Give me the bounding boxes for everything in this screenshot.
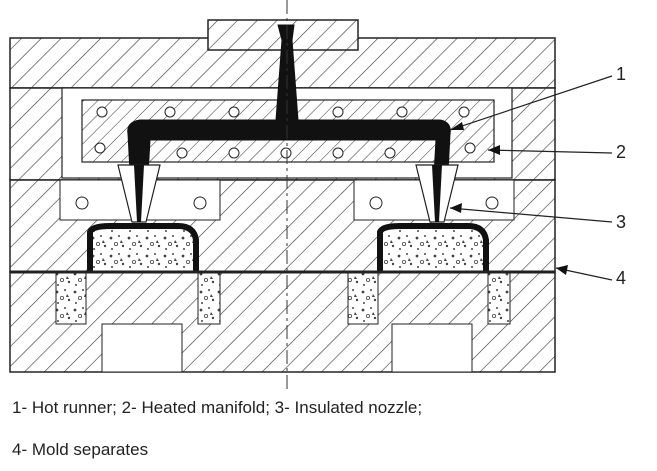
hot-runner-channel bbox=[127, 24, 451, 211]
heater-holes bbox=[94, 106, 476, 159]
callout-4: 4 bbox=[616, 268, 626, 288]
callout-1: 1 bbox=[616, 64, 626, 84]
callout-2: 2 bbox=[616, 142, 626, 162]
caption-line-2: 4- Mold separates bbox=[12, 440, 149, 459]
caption-line-1: 1- Hot runner; 2- Heated manifold; 3- In… bbox=[12, 398, 423, 417]
hot-runner-mold-diagram: 1 2 3 4 bbox=[9, 0, 626, 392]
insulated-nozzle-left bbox=[117, 164, 161, 223]
leader-arrowheads bbox=[450, 122, 568, 275]
callout-3: 3 bbox=[616, 212, 626, 232]
insulated-nozzle-right bbox=[415, 164, 459, 223]
core-plate bbox=[9, 270, 556, 373]
